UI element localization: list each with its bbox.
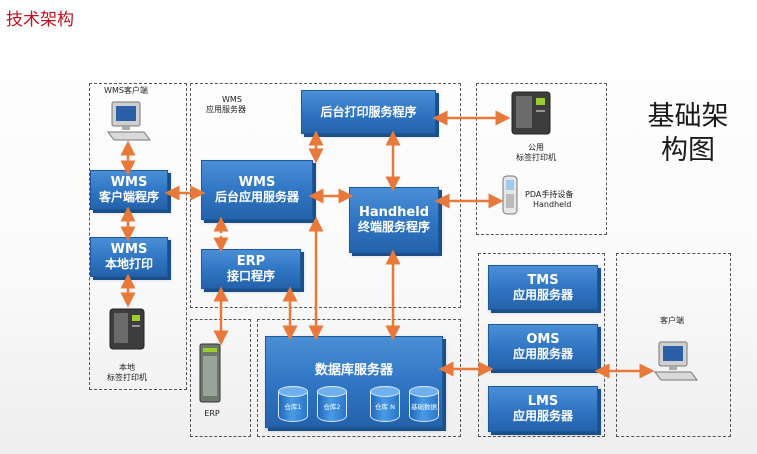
erp-server-icon: [199, 343, 221, 403]
handheld-service-line2: 终端服务程序: [357, 220, 430, 234]
wms-local-print-line2: 本地打印: [104, 257, 153, 271]
wms-app-server-label: WMS 应用服务器: [206, 95, 266, 115]
pda-label: PDA手持设备 Handheld: [525, 190, 589, 210]
local-printer-line2: 标签打印机: [107, 373, 147, 382]
tms-line2: 应用服务器: [512, 287, 573, 302]
pda-line1: PDA手持设备: [525, 190, 574, 199]
handheld-service-line1: Handheld: [358, 205, 430, 220]
label-printer-icon: [511, 91, 551, 135]
pda-line2: Handheld: [533, 200, 572, 209]
group-client: [616, 253, 731, 437]
computer-icon: [654, 341, 698, 381]
database-icon: 基础数据: [409, 386, 439, 422]
oms-line1: OMS: [526, 332, 560, 347]
oms-server-box[interactable]: OMS 应用服务器: [488, 324, 598, 370]
erp-interface-box[interactable]: ERP 接口程序: [201, 249, 301, 289]
group-app-servers: [478, 253, 605, 437]
public-printer-line2: 标签打印机: [516, 153, 556, 162]
wms-app-server-label-line1: WMS: [222, 95, 242, 104]
wms-app-server-label-line2: 应用服务器: [206, 105, 246, 114]
print-service-label: 后台打印服务程序: [320, 104, 417, 119]
public-printer-label: 公用 标签打印机: [508, 143, 564, 163]
public-printer-line1: 公用: [528, 143, 544, 152]
backend-app-server-line2: 后台应用服务器: [214, 190, 299, 204]
computer-icon: [107, 101, 151, 141]
group-wms-client: [89, 83, 187, 390]
erp-interface-line2: 接口程序: [226, 269, 275, 283]
local-printer-line1: 本地: [119, 363, 135, 372]
print-service-box[interactable]: 后台打印服务程序: [301, 90, 436, 134]
wms-client-program-line2: 客户端程序: [98, 190, 159, 204]
erp-label: ERP: [204, 409, 220, 418]
tms-server-box[interactable]: TMS 应用服务器: [488, 265, 598, 310]
big-title-line2: 构图: [661, 135, 715, 166]
oms-line2: 应用服务器: [512, 347, 573, 361]
handheld-service-box[interactable]: Handheld 终端服务程序: [349, 187, 439, 253]
database-icon: 仓库2: [317, 386, 347, 422]
wms-local-print-line1: WMS: [110, 242, 148, 257]
wms-client-program-line1: WMS: [110, 175, 148, 190]
label-printer-icon: [109, 308, 145, 350]
database-icon: 仓库1: [278, 386, 308, 422]
local-printer-label: 本地 标签打印机: [102, 363, 152, 383]
database-icon: 仓库 N: [370, 386, 400, 422]
big-title: 基础架 构图: [632, 100, 744, 168]
erp-interface-line1: ERP: [236, 254, 266, 269]
client-group-label: 客户端: [660, 316, 684, 325]
backend-app-server-line1: WMS: [238, 175, 276, 190]
group-printers: [476, 83, 607, 235]
page-title: 技术架构: [6, 10, 74, 30]
group-database: [257, 319, 461, 437]
lms-line2: 应用服务器: [512, 409, 573, 423]
wms-local-print-box[interactable]: WMS 本地打印: [90, 237, 168, 277]
wms-client-group-label: WMS客户端: [104, 86, 148, 95]
tms-line1: TMS: [527, 272, 559, 288]
lms-server-box[interactable]: LMS 应用服务器: [488, 386, 598, 432]
lms-line1: LMS: [527, 394, 559, 409]
big-title-line1: 基础架: [647, 101, 729, 132]
db-server-label: 数据库服务器: [314, 363, 393, 378]
